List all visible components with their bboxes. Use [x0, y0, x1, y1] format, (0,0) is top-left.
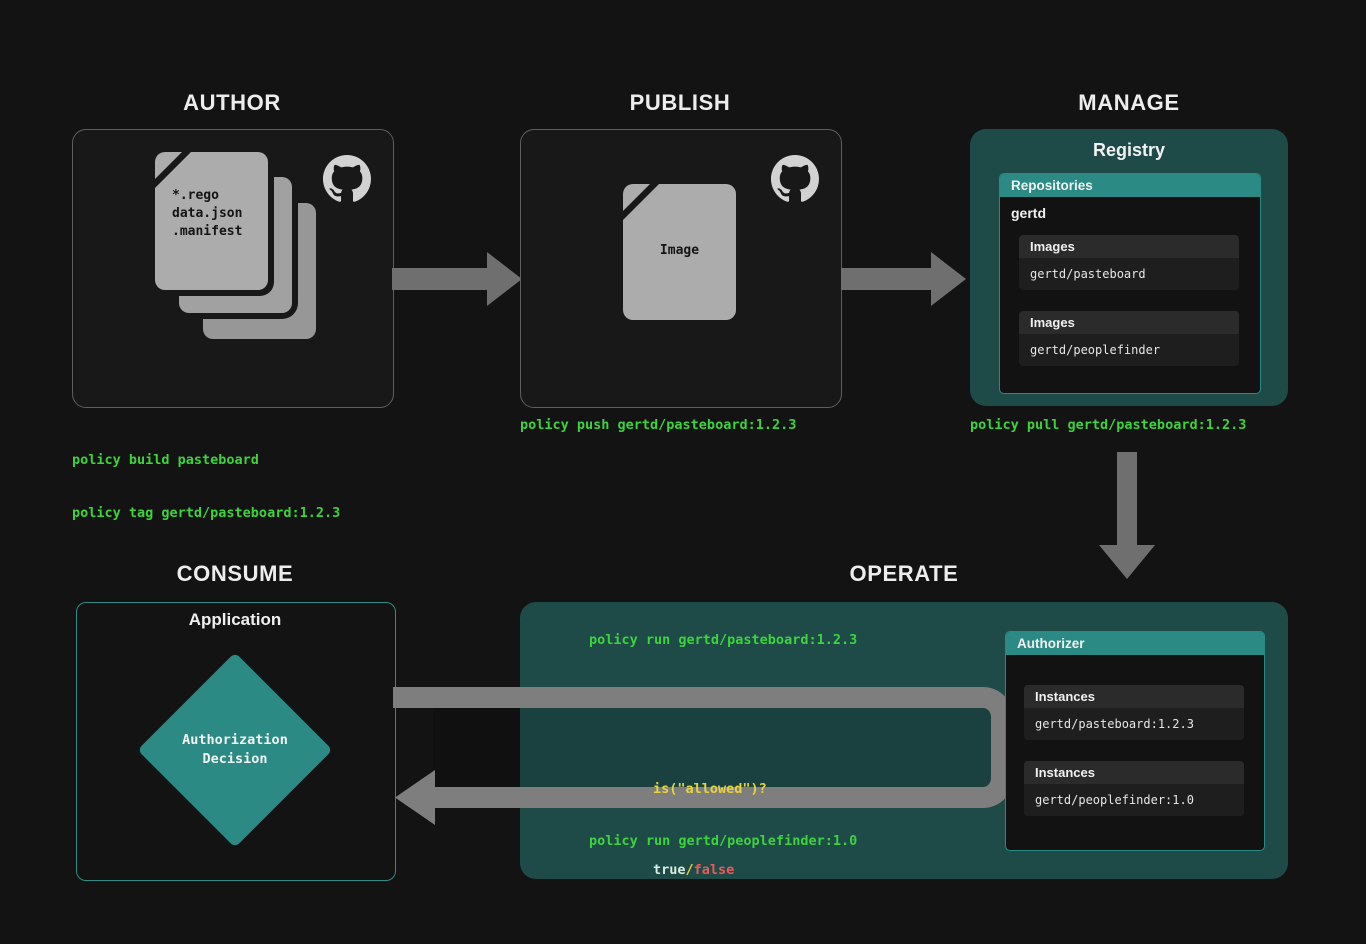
application-title: Application [188, 610, 282, 629]
images-group: Images gertd/pasteboard [1019, 235, 1239, 290]
decision-text: is("allowed")? true/false [653, 722, 767, 938]
slash-separator: / [685, 862, 694, 878]
images-group: Images gertd/peoplefinder [1019, 311, 1239, 366]
authorizer-panel: Authorizer Instances gertd/pasteboard:1.… [1005, 631, 1265, 851]
instance-row: gertd/pasteboard:1.2.3 [1024, 708, 1244, 740]
repository-name: gertd [1011, 205, 1046, 221]
registry-title: Registry [1092, 140, 1166, 160]
github-icon [771, 155, 819, 202]
image-row: gertd/peoplefinder [1019, 334, 1239, 366]
command-policy-push: policy push gertd/pasteboard:1.2.3 [520, 417, 797, 433]
publish-to-manage-arrow-head [931, 252, 966, 306]
repositories-header: Repositories [1000, 174, 1260, 197]
command-policy-tag: policy tag gertd/pasteboard:1.2.3 [72, 504, 341, 521]
image-document [623, 184, 736, 320]
true-false-result: true/false [653, 857, 767, 884]
image-row: gertd/pasteboard [1019, 258, 1239, 290]
policy-file-list: *.rego data.json .manifest [172, 187, 242, 241]
true-label: true [653, 862, 686, 878]
decision-label-line1: Authorization [182, 732, 288, 748]
github-icon [323, 155, 371, 202]
instance-row: gertd/peoplefinder:1.0 [1024, 784, 1244, 816]
publish-to-manage-arrow-shaft [841, 268, 931, 290]
authorizer-header: Authorizer [1006, 632, 1264, 655]
command-policy-run-peoplefinder: policy run gertd/peoplefinder:1.0 [589, 833, 858, 849]
operate-section-title: OPERATE [849, 561, 959, 586]
command-policy-build: policy build pasteboard [72, 452, 259, 468]
file-name-manifest: .manifest [172, 224, 243, 239]
author-commands: policy build pasteboard policy tag gertd… [72, 417, 340, 557]
publish-section-title: PUBLISH [629, 90, 731, 115]
author-to-publish-arrow-head [487, 252, 522, 306]
request-decision-loop-arrow [433, 687, 1013, 808]
images-header: Images [1019, 311, 1239, 334]
manage-to-operate-arrow-shaft [1117, 452, 1137, 545]
application-box [76, 602, 396, 881]
manage-section-title: MANAGE [1078, 90, 1180, 115]
allowed-question: is("allowed")? [653, 781, 767, 797]
author-to-publish-arrow-shaft [392, 268, 487, 290]
images-header: Images [1019, 235, 1239, 258]
repositories-panel: Repositories gertd Images gertd/pasteboa… [999, 173, 1261, 394]
authorization-decision-label: Authorization Decision [146, 731, 324, 769]
command-policy-run-pasteboard: policy run gertd/pasteboard:1.2.3 [589, 632, 858, 648]
policy-files-document [155, 152, 268, 290]
false-label: false [693, 862, 735, 878]
decision-return-arrow-head [395, 770, 435, 825]
instances-header: Instances [1024, 685, 1244, 708]
instances-group: Instances gertd/pasteboard:1.2.3 [1024, 685, 1244, 740]
command-policy-pull: policy pull gertd/pasteboard:1.2.3 [970, 417, 1247, 433]
instances-header: Instances [1024, 761, 1244, 784]
author-section-title: AUTHOR [183, 90, 281, 115]
instances-group: Instances gertd/peoplefinder:1.0 [1024, 761, 1244, 816]
image-document-label: Image [659, 243, 700, 258]
consume-section-title: CONSUME [176, 561, 294, 586]
file-name-datajson: data.json [172, 206, 243, 221]
decision-label-line2: Decision [202, 751, 268, 767]
file-name-rego: *.rego [172, 188, 219, 203]
